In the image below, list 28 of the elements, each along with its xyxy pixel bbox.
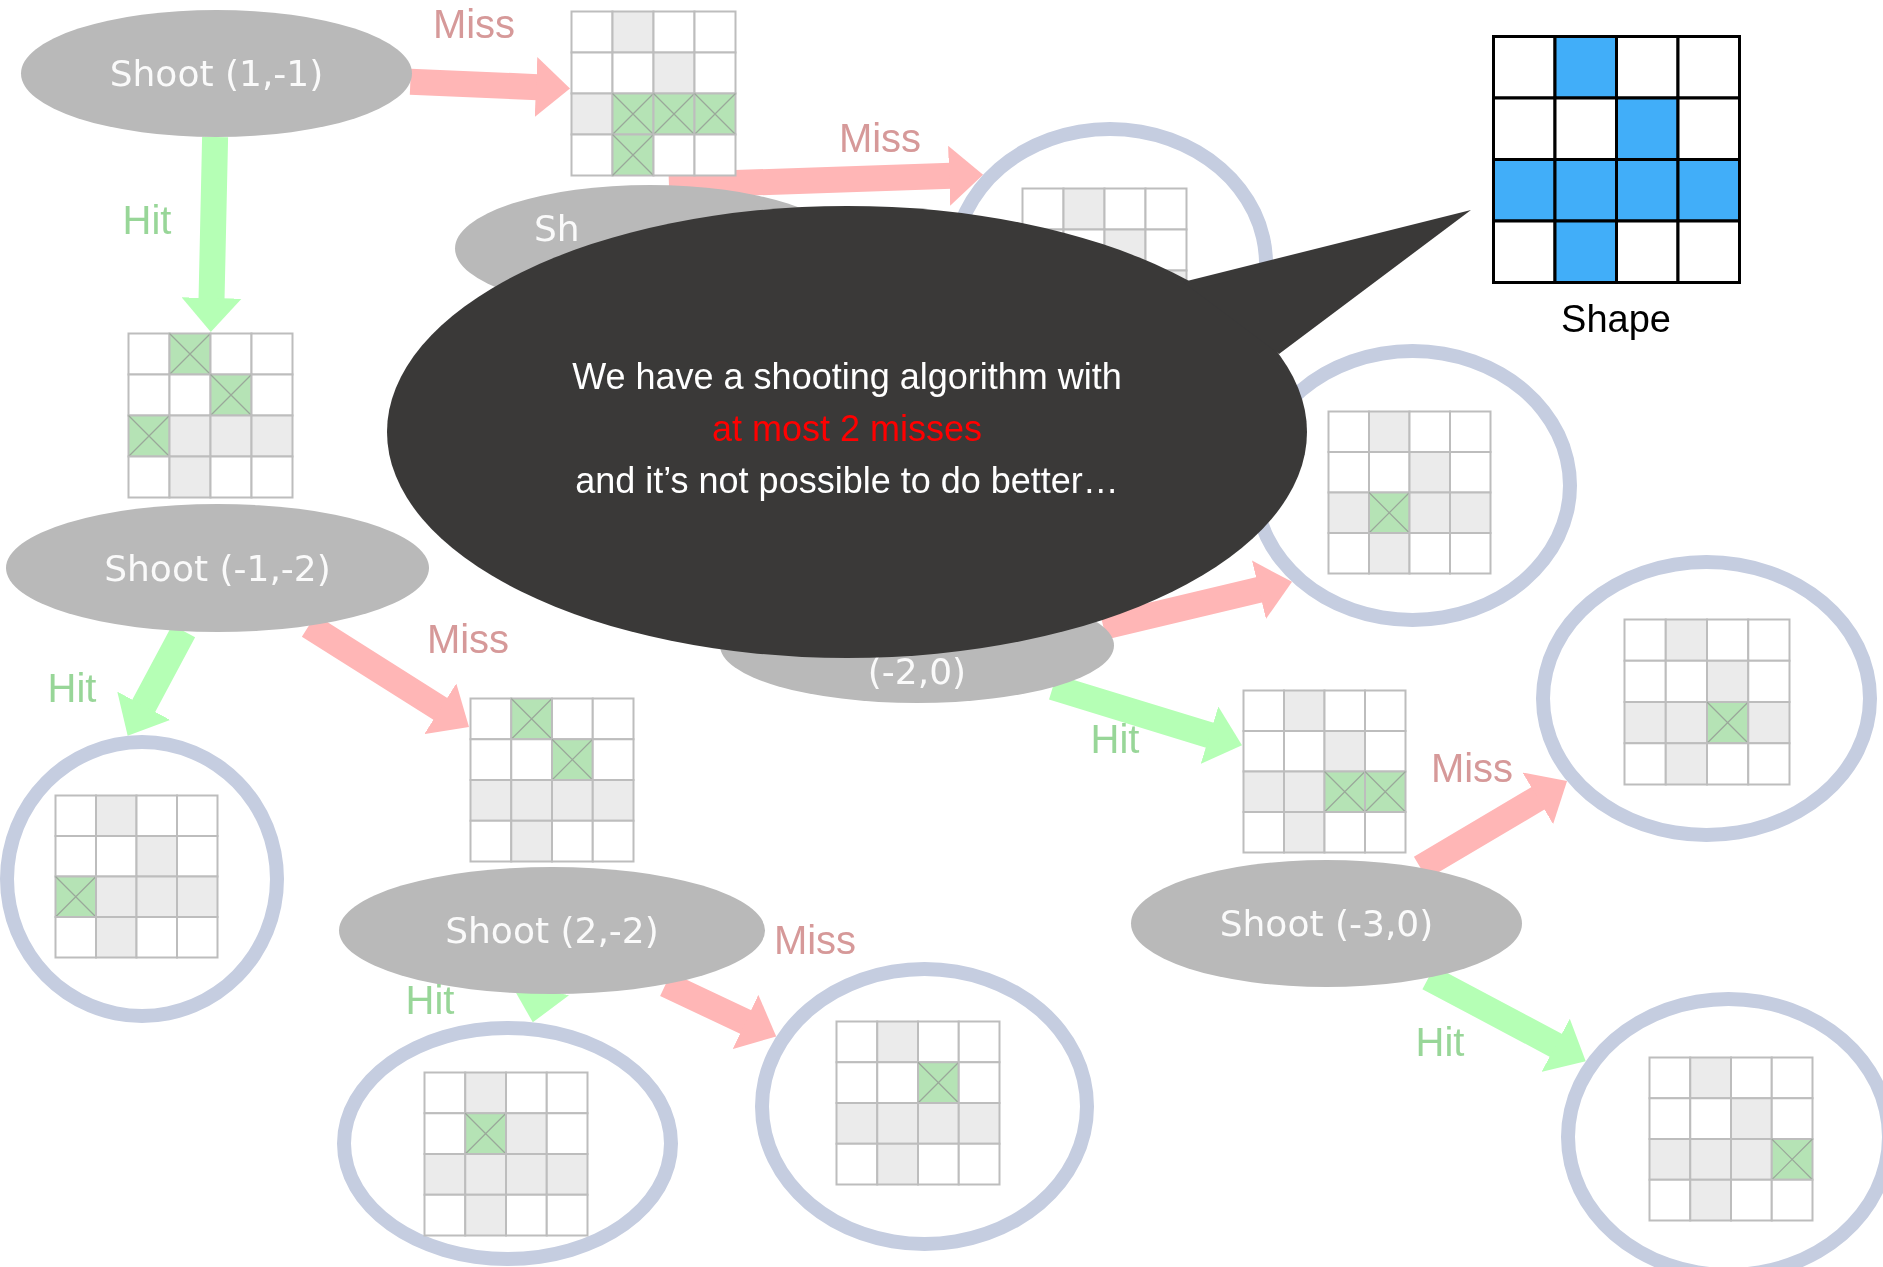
edge-label: Hit — [405, 977, 455, 1023]
circle-outline — [337, 1021, 678, 1266]
arrow — [409, 57, 571, 118]
edge-label: Miss — [1430, 745, 1514, 791]
node-label: Shoot (-1,-2) — [104, 547, 331, 589]
node-label: Sh — [534, 208, 580, 249]
circle-outline — [755, 962, 1094, 1251]
edge-label: Miss — [773, 917, 857, 963]
edge-label: Hit — [1415, 1019, 1465, 1065]
node-label: (-2,0) — [867, 651, 967, 692]
node-label: Shoot (-3,0) — [1219, 903, 1434, 944]
node-label: Shoot (1,-1) — [109, 53, 324, 94]
edge-label: Hit — [122, 197, 172, 243]
edge-label: Miss — [432, 1, 516, 47]
arrow — [181, 136, 242, 333]
edge-label: Hit — [47, 665, 97, 711]
edge-label: Hit — [1090, 716, 1140, 762]
bubble-text: at most 2 misses — [711, 408, 983, 450]
bubble-text: and it’s not possible to do better… — [575, 460, 1119, 502]
bubble-text: We have a shooting algorithm with — [572, 356, 1122, 398]
node-label: Shoot (2,-2) — [445, 910, 659, 951]
arrow — [668, 145, 984, 206]
circle-outline — [1536, 555, 1877, 842]
grid-caption: Shape — [1561, 298, 1671, 341]
circle-outline — [1561, 992, 1883, 1267]
edge-label: Miss — [426, 616, 510, 662]
edge-label: Miss — [838, 115, 922, 161]
circle-outline — [0, 735, 284, 1023]
